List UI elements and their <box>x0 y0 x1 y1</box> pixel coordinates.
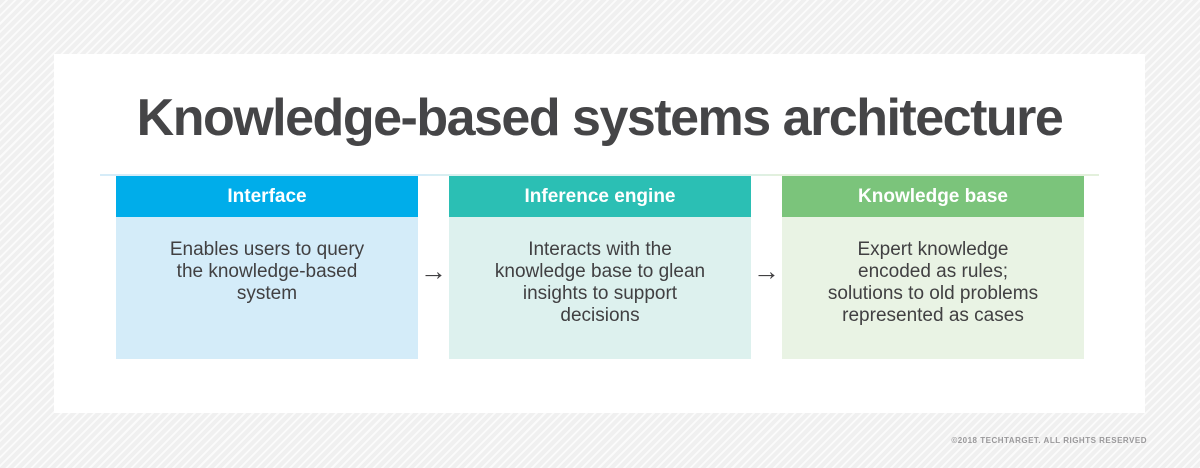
diagram-box-knowledge-base: Knowledge base Expert knowledge encoded … <box>782 176 1084 359</box>
arrow-cell-1: → <box>418 176 449 359</box>
arrow-cell-2: → <box>751 176 782 359</box>
copyright-text: ©2018 TECHTARGET. ALL RIGHTS RESERVED <box>951 436 1147 445</box>
box-body-knowledge-base: Expert knowledge encoded as rules; solut… <box>782 217 1084 359</box>
diagram-row: Interface Enables users to query the kno… <box>116 176 1084 359</box>
content-card: Knowledge-based systems architecture Int… <box>54 54 1145 413</box>
box-body-inference-engine: Interacts with the knowledge base to gle… <box>449 217 751 359</box>
page-title: Knowledge-based systems architecture <box>136 89 1064 147</box>
box-header-knowledge-base: Knowledge base <box>782 176 1084 217</box>
box-header-interface: Interface <box>116 176 418 217</box>
right-arrow-icon: → <box>420 256 447 286</box>
box-body-interface: Enables users to query the knowledge-bas… <box>116 217 418 359</box>
box-header-inference-engine: Inference engine <box>449 176 751 217</box>
right-arrow-icon: → <box>753 256 780 286</box>
diagram-topline <box>100 174 1099 176</box>
diagram-box-inference-engine: Inference engine Interacts with the know… <box>449 176 751 359</box>
diagram-box-interface: Interface Enables users to query the kno… <box>116 176 418 359</box>
